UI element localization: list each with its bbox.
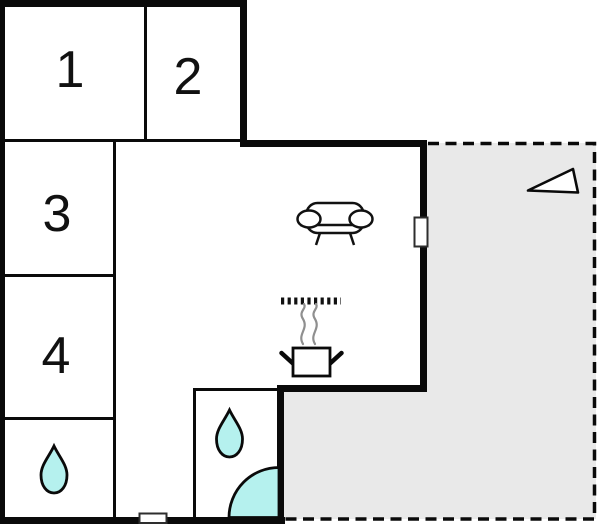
wall-exterior-livingroom-top — [240, 140, 427, 147]
shower-quarter-circle-icon — [227, 466, 281, 519]
wall-rooms12-bottom — [0, 139, 242, 142]
wall-room3-room4-divider — [0, 274, 115, 277]
room-label-1: 1 — [56, 41, 85, 99]
room-label-2: 2 — [174, 48, 203, 106]
wall-middle-bathroom-top — [193, 388, 280, 391]
wall-exterior-livingroom-right — [420, 140, 427, 392]
terrace-door-icon — [413, 216, 429, 248]
room-label-3: 3 — [43, 185, 72, 243]
wall-exterior-left — [0, 0, 5, 524]
stove-pot-icon — [279, 346, 344, 378]
wall-exterior-top — [0, 0, 247, 7]
wall-left-column-right — [113, 140, 116, 519]
sofa-icon — [296, 201, 374, 246]
entrance-door-icon — [138, 512, 168, 524]
wall-room1-room2-divider — [144, 0, 147, 141]
terrace-area — [283, 143, 596, 519]
wall-room4-bathroom-divider — [0, 417, 115, 420]
steam-icon — [300, 302, 318, 346]
north-arrow-icon — [526, 167, 580, 194]
wall-middle-bathroom-left — [193, 388, 196, 519]
wall-exterior-room2-right — [240, 0, 247, 145]
room-label-4: 4 — [42, 327, 71, 385]
wall-exterior-bathroom-right — [277, 385, 284, 524]
water-drop-icon — [215, 406, 244, 459]
water-drop-icon — [39, 442, 69, 495]
terrace-dashed-border — [283, 141, 597, 521]
wall-exterior-livingroom-bottom — [278, 385, 427, 392]
